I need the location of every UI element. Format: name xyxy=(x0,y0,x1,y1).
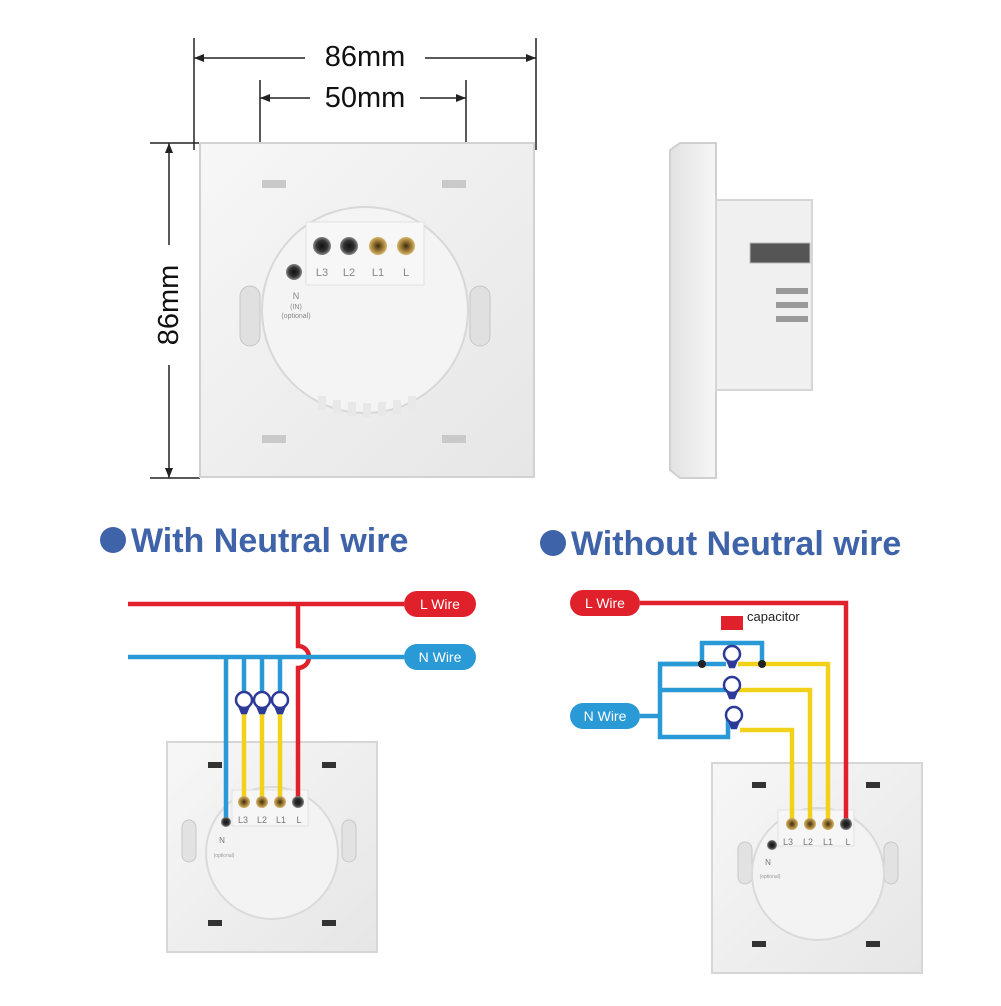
left-l-wire-tag: L Wire xyxy=(404,591,476,617)
left-wires xyxy=(128,601,404,822)
width-86-label: 86mm xyxy=(325,41,406,73)
right-switch-plate xyxy=(711,762,923,974)
right-junction-dots xyxy=(698,660,766,668)
right-capacitor: capacitor xyxy=(721,609,800,630)
width-50-label: 50mm xyxy=(325,82,406,114)
switch-back-view: L3 L2 L1 L N (IN) (optional) xyxy=(199,142,535,478)
heading-without-neutral: Without Neutral wire xyxy=(571,525,901,563)
heading-with-neutral: With Neutral wire xyxy=(131,522,408,560)
terminal-screws-back xyxy=(286,237,415,280)
bulb-icon xyxy=(234,690,254,715)
right-terminal-l1-label: L1 xyxy=(823,837,833,847)
right-l-wire-label: L Wire xyxy=(585,595,625,611)
terminal-l3-label: L3 xyxy=(316,267,328,279)
rim-teeth xyxy=(318,396,416,417)
right-n-wire-label: N Wire xyxy=(584,708,627,724)
left-terminal-l1-label: L1 xyxy=(276,815,286,825)
left-n-wire-label: N Wire xyxy=(419,649,462,665)
terminal-l1-label: L1 xyxy=(372,267,384,279)
left-terminal-screws xyxy=(221,796,304,827)
bulb-icon xyxy=(252,690,272,715)
left-terminal-l-label: L xyxy=(296,815,301,825)
terminal-optional-label: (optional) xyxy=(281,313,310,320)
terminal-l-label: L xyxy=(403,267,409,279)
right-terminal-optional-label: (optional) xyxy=(760,874,781,880)
right-wires xyxy=(640,600,849,824)
terminal-n-in-label: (IN) xyxy=(290,304,302,311)
capacitor-label: capacitor xyxy=(747,609,800,624)
switch-side-view xyxy=(669,142,813,479)
right-bulbs xyxy=(722,644,744,730)
right-terminal-l2-label: L2 xyxy=(803,837,813,847)
right-n-wire-tag: N Wire xyxy=(570,703,640,729)
left-n-wire-tag: N Wire xyxy=(404,644,476,670)
left-terminal-l3-label: L3 xyxy=(238,815,248,825)
left-l-wire-label: L Wire xyxy=(420,596,460,612)
right-l-wire-tag: L Wire xyxy=(570,590,640,616)
right-terminal-n-label: N xyxy=(765,858,771,867)
left-terminal-l2-label: L2 xyxy=(257,815,267,825)
bullet-with-neutral-icon xyxy=(100,527,126,553)
terminal-l2-label: L2 xyxy=(343,267,355,279)
left-bulbs xyxy=(234,690,290,715)
bulb-icon xyxy=(270,690,290,715)
right-terminal-l-label: L xyxy=(845,837,850,847)
left-terminal-n-label: N xyxy=(219,836,225,845)
terminal-n-label: N xyxy=(293,291,300,301)
left-switch-plate xyxy=(166,741,378,953)
capacitor-icon xyxy=(721,616,743,630)
right-terminal-l3-label: L3 xyxy=(783,837,793,847)
bullet-without-neutral-icon xyxy=(540,530,566,556)
right-terminal-screws xyxy=(767,818,852,850)
bulb-icon xyxy=(722,675,742,700)
left-terminal-optional-label: (optional) xyxy=(214,853,235,859)
bulb-icon xyxy=(724,705,744,730)
bulb-icon xyxy=(722,644,742,669)
dimension-arrows xyxy=(165,54,536,478)
height-86-label: 86mm xyxy=(153,265,185,346)
